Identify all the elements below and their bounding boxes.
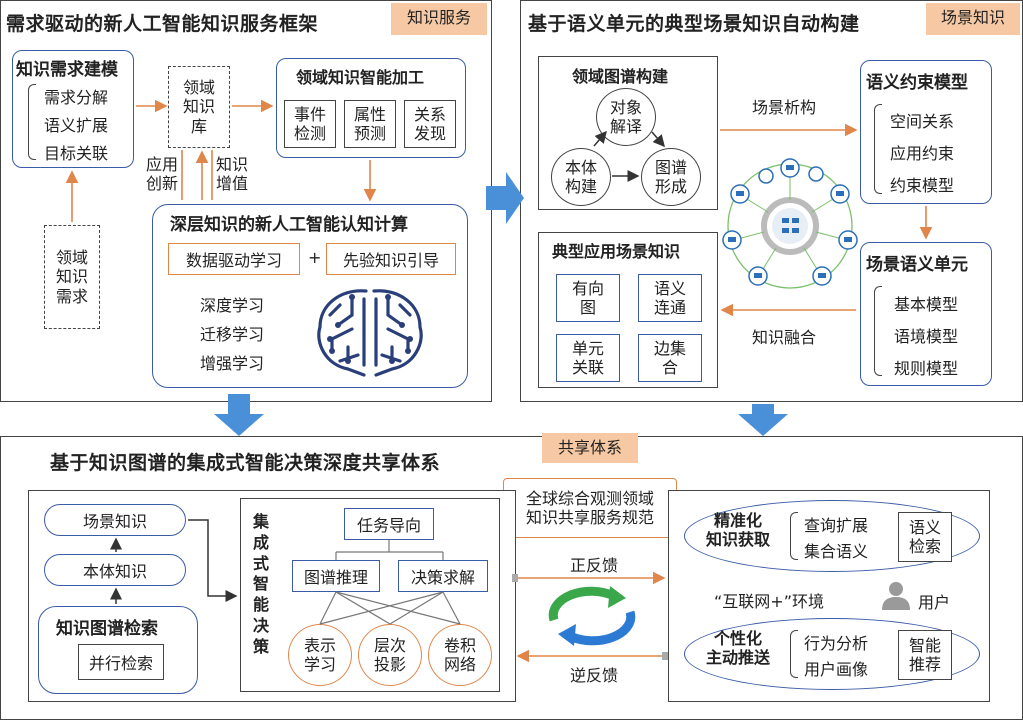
- user-label: 用户: [918, 593, 951, 612]
- domain-knowledge-base: 领域知识库: [168, 66, 230, 148]
- method-deep-learning: 深度学习: [200, 296, 265, 315]
- precise-acquisition-title: 精准化知识获取: [705, 511, 770, 550]
- precise-bracket: [790, 512, 798, 560]
- parallel-retrieval-box: 并行检索: [78, 644, 164, 680]
- app-innovation-label: 应用创新: [145, 155, 178, 194]
- personal-push-ellipse: [684, 618, 980, 690]
- panel-tr-tag: 场景知识: [926, 3, 1020, 35]
- task-oriented-box: 任务导向: [344, 508, 434, 540]
- personal-item: 行为分析: [804, 634, 869, 653]
- smart-processing-title: 领域知识智能加工: [296, 68, 425, 87]
- panel-tl-title: 需求驱动的新人工智能知识服务框架: [6, 13, 319, 35]
- precise-item: 查询扩展: [804, 516, 869, 535]
- integrated-decision-label: 集成式智能决策: [252, 512, 269, 656]
- precise-item: 集合语义: [804, 542, 869, 561]
- kg-retrieval-title: 知识图谱检索: [56, 619, 158, 639]
- personal-push-title: 个性化主动推送: [705, 629, 770, 668]
- positive-feedback-label: 正反馈: [570, 556, 619, 575]
- relation-discovery-box: 关系发现: [404, 100, 456, 148]
- graph-reasoning-box: 图谱推理: [292, 560, 380, 592]
- smart-recommend-box: 智能推荐: [898, 630, 952, 680]
- demand-model-bracket: [28, 84, 36, 160]
- constraint-item: 空间关系: [890, 112, 955, 131]
- ontology-knowledge-box: 本体知识: [44, 554, 186, 586]
- decision-solving-box: 决策求解: [398, 560, 488, 592]
- precise-acquisition-ellipse: [684, 500, 980, 572]
- personal-item: 用户画像: [804, 660, 869, 679]
- circle-representation-learning: 表示学习: [288, 624, 352, 686]
- data-driven-box: 数据驱动学习: [168, 243, 300, 275]
- sharing-spec-box: 全球综合观测领域知识共享服务规范: [503, 478, 677, 538]
- scene-knowledge-box: 场景知识: [44, 504, 186, 536]
- directed-graph-box: 有向图: [556, 274, 620, 322]
- unit-item: 语境模型: [894, 327, 959, 346]
- scene-analysis-label: 场景析构: [752, 98, 817, 117]
- negative-feedback-label: 逆反馈: [570, 666, 619, 685]
- scene-unit-title: 场景语义单元: [866, 255, 968, 275]
- attribute-prediction-box: 属性预测: [344, 100, 396, 148]
- semantic-retrieval-box: 语义检索: [898, 512, 952, 562]
- demand-item: 语义扩展: [44, 116, 109, 135]
- semantic-constraint-box: [860, 60, 992, 204]
- unit-item: 规则模型: [894, 359, 959, 378]
- constraint-item: 应用约束: [890, 144, 955, 163]
- circle-convolution-network: 卷积网络: [428, 624, 492, 686]
- unit-association-box: 单元关联: [556, 334, 620, 382]
- prior-knowledge-box: 先验知识引导: [326, 243, 456, 275]
- cognitive-title: 深层知识的新人工智能认知计算: [170, 215, 408, 235]
- unit-bracket: [874, 286, 882, 376]
- scene-unit-box: [860, 242, 992, 386]
- event-detection-box: 事件检测: [284, 100, 336, 148]
- semantic-constraint-title: 语义约束模型: [866, 73, 968, 93]
- panel-tr-title: 基于语义单元的典型场景知识自动构建: [528, 13, 860, 35]
- knowledge-value-label: 知识增值: [215, 155, 248, 194]
- panel-bottom-title: 基于知识图谱的集成式智能决策深度共享体系: [50, 452, 441, 474]
- node-graph-formation: 图谱形成: [641, 148, 701, 206]
- domain-knowledge-demand: 领域知识需求: [44, 225, 100, 329]
- graph-build-title: 领域图谱构建: [572, 67, 669, 86]
- unit-item: 基本模型: [894, 295, 959, 314]
- demand-item: 需求分解: [44, 88, 109, 107]
- semantic-connect-box: 语义连通: [638, 274, 702, 322]
- internet-environment-label: “互联网+”环境: [714, 592, 824, 611]
- demand-model-box: [12, 50, 134, 168]
- method-reinforcement-learning: 增强学习: [200, 354, 265, 373]
- circle-hierarchical-projection: 层次投影: [358, 624, 422, 686]
- demand-model-title: 知识需求建模: [16, 60, 118, 80]
- demand-item: 目标关联: [44, 144, 109, 163]
- panel-bottom-tag: 共享体系: [542, 433, 638, 463]
- personal-bracket: [790, 630, 798, 678]
- node-ontology-build: 本体构建: [551, 148, 611, 206]
- edge-set-box: 边集合: [638, 334, 702, 382]
- panel-tl-tag: 知识服务: [391, 3, 487, 35]
- knowledge-fusion-label: 知识融合: [752, 328, 817, 347]
- constraint-item: 约束模型: [890, 176, 955, 195]
- plus-sign: +: [308, 248, 322, 267]
- node-object-interpretation: 对象解译: [596, 88, 656, 146]
- constraint-bracket: [874, 104, 882, 194]
- method-transfer-learning: 迁移学习: [200, 325, 265, 344]
- typical-scene-title: 典型应用场景知识: [552, 242, 681, 261]
